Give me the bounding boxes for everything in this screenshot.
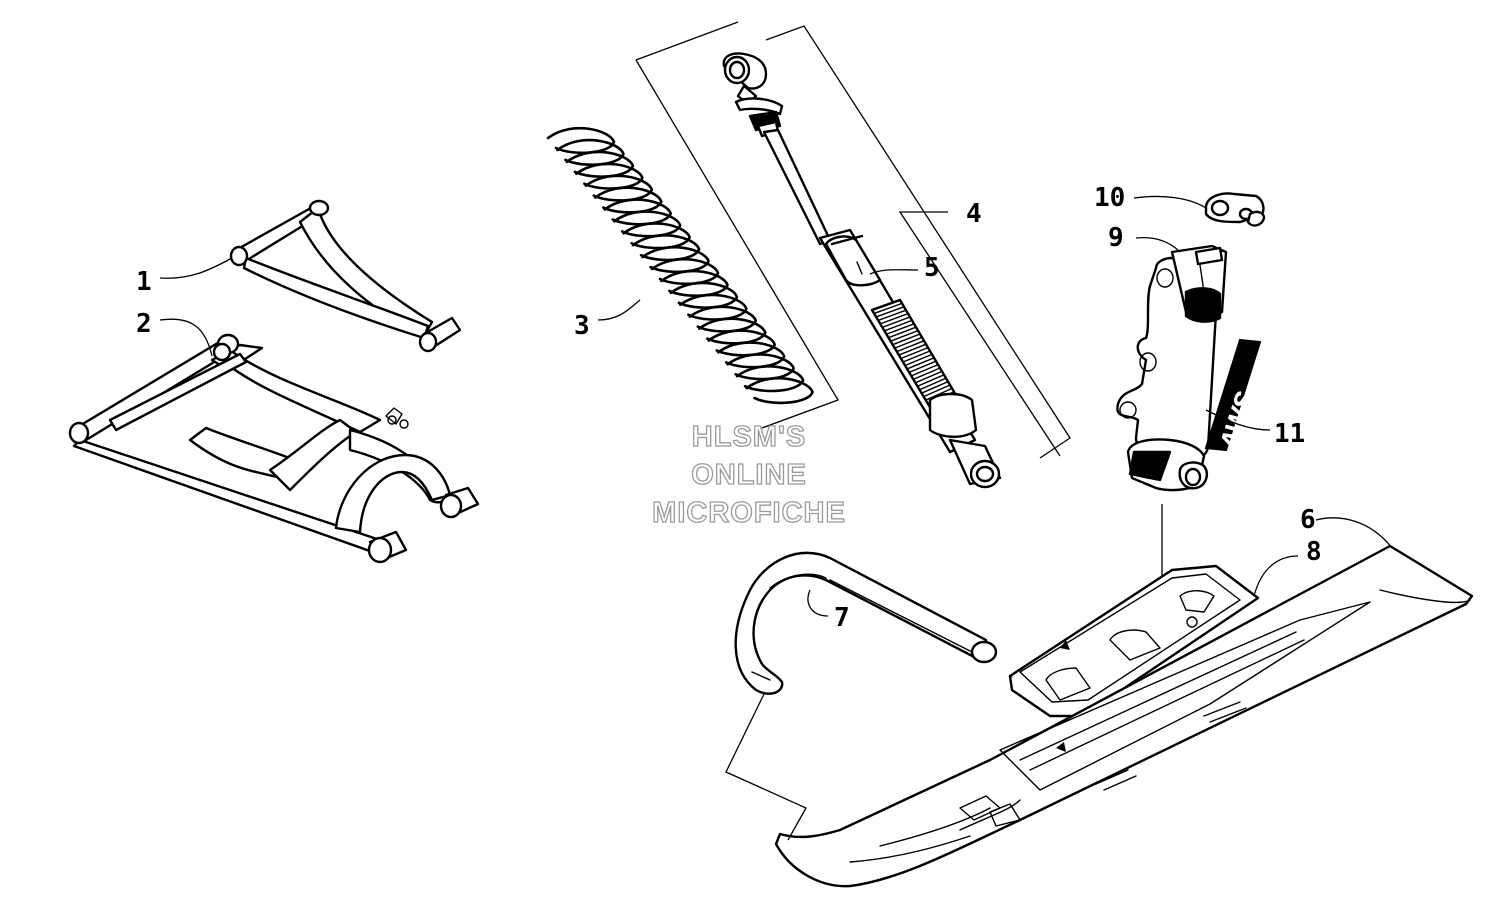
- spring-coil: [565, 150, 635, 178]
- leader-7-ski: [725, 693, 807, 841]
- spring-coil: [575, 162, 644, 190]
- callout-labels: 1 2 3 4 5 6 7 8 9 10 11: [136, 183, 1322, 633]
- callout-11: 11: [1274, 419, 1305, 449]
- leader-10: [1133, 195, 1207, 209]
- knurl-line: [908, 360, 937, 374]
- knurl-line: [873, 302, 903, 315]
- knurl-line: [891, 333, 921, 346]
- callout-7: 7: [834, 603, 850, 633]
- knurl-line: [883, 319, 913, 332]
- leader-1: [159, 257, 233, 279]
- spring-coil: [679, 293, 748, 321]
- spring-coil: [612, 210, 682, 238]
- knurl-line: [898, 343, 927, 356]
- callout-3: 3: [574, 311, 590, 341]
- knurl-line: [894, 336, 923, 349]
- ski-saddle: [1008, 564, 1260, 718]
- spring-coil: [735, 365, 805, 393]
- ski: [774, 544, 1474, 888]
- knurl-line: [879, 312, 909, 325]
- leader-lines: [159, 195, 1393, 841]
- decal-text: AWS: [1213, 388, 1260, 455]
- spring-coil: [697, 317, 767, 345]
- spring-coil: [584, 174, 654, 202]
- callout-8: 8: [1306, 537, 1322, 567]
- leader-11: [1205, 409, 1271, 431]
- leader-3: [597, 299, 641, 321]
- spring-coil: [745, 376, 814, 405]
- leader-6: [1315, 517, 1393, 549]
- knurl-line: [871, 299, 901, 311]
- knurl-line: [902, 350, 931, 363]
- knurl-line: [922, 384, 951, 398]
- spring-coil: [650, 257, 720, 286]
- knurl-line: [906, 357, 935, 370]
- knurl-line: [875, 306, 905, 318]
- watermark-line-3: MICROFICHE: [652, 497, 846, 529]
- knurl-line: [925, 387, 953, 401]
- knurl-line: [910, 363, 939, 377]
- callout-4: 4: [966, 199, 982, 229]
- spring-coil: [669, 281, 739, 309]
- leader-5: [869, 269, 919, 275]
- knurl-line: [887, 326, 917, 339]
- spring-coil: [707, 329, 777, 357]
- leader-7: [807, 589, 829, 617]
- spring-coil: [546, 126, 616, 155]
- spring-coil: [641, 245, 710, 274]
- callout-9: 9: [1108, 223, 1124, 253]
- leader-2: [159, 318, 213, 357]
- callout-2: 2: [136, 309, 152, 339]
- callout-5: 5: [924, 253, 940, 283]
- knurl-line: [900, 346, 929, 360]
- knurl-line: [918, 377, 947, 391]
- spring-coil: [593, 186, 663, 214]
- callout-6: 6: [1300, 505, 1316, 535]
- coil-spring: [546, 126, 814, 405]
- ski-loop: [734, 551, 998, 695]
- knurl-line: [904, 353, 933, 367]
- watermark-line-1: HLSM'S: [692, 421, 806, 453]
- leader-4: [898, 211, 1061, 457]
- watermark: HLSM'S ONLINE MICROFICHE: [652, 420, 846, 529]
- knurl-line: [912, 367, 941, 381]
- spring-coil: [688, 305, 758, 333]
- lower-a-arm: [68, 333, 480, 564]
- leader-8: [1253, 555, 1299, 597]
- spring-coil: [660, 269, 729, 297]
- knurl-line: [889, 329, 919, 342]
- callout-1: 1: [136, 267, 152, 297]
- leader-9: [1135, 236, 1181, 253]
- spring-coil: [726, 353, 795, 381]
- knurl-line: [877, 309, 907, 322]
- knurl-line: [914, 370, 943, 384]
- spring-coil: [556, 138, 625, 166]
- knurl-line: [881, 316, 911, 329]
- callout-10: 10: [1094, 183, 1125, 213]
- upper-a-arm: [229, 199, 462, 353]
- spring-coil: [716, 341, 786, 369]
- shock-absorber: [722, 52, 1002, 489]
- spring-coil: [631, 234, 701, 262]
- spring-coil: [603, 198, 673, 226]
- knurl-line: [885, 323, 915, 335]
- watermark-line-2: ONLINE: [691, 459, 807, 491]
- knurl-line: [916, 374, 945, 387]
- spring-coil: [622, 222, 691, 250]
- spindle: [1116, 192, 1266, 580]
- knurl-line: [896, 340, 925, 353]
- knurl-line: [920, 380, 949, 394]
